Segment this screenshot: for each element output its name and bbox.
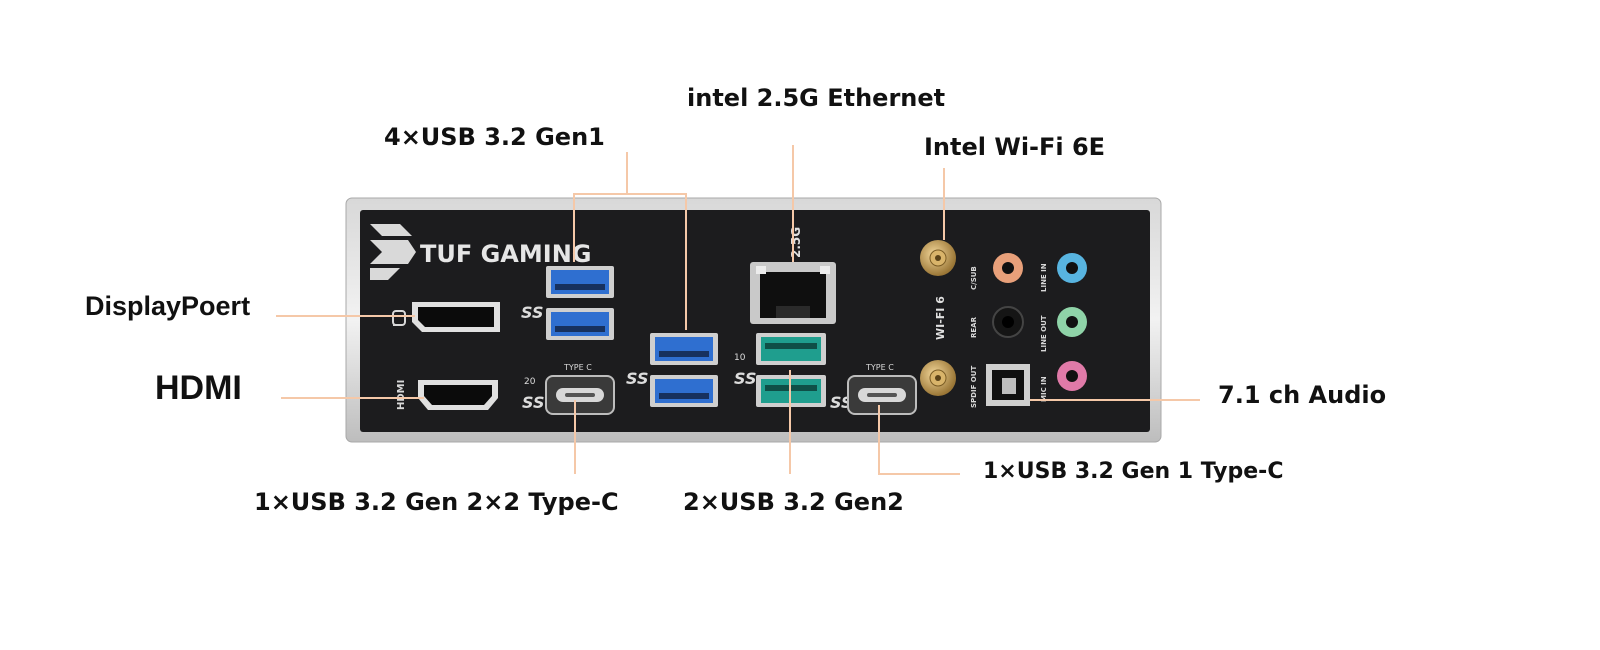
ss-icon-3: SS [830,393,852,412]
ss20-text: 20 [524,377,536,387]
ethernet-port [750,262,836,324]
displayport-icon [392,310,406,326]
audio-label-micin: MIC IN [1040,376,1048,402]
tuf-logo-icon [370,224,416,280]
label-displayport: DisplayPoert [85,291,251,321]
spdif-port [986,364,1030,406]
audio-label-spdif: SPDIF OUT [970,366,978,408]
label-audio: 7.1 ch Audio [1218,381,1387,409]
hdmi-text: HDMI [396,380,407,410]
ss10-icon: SS [734,369,756,388]
label-wifi: Intel Wi-Fi 6E [924,133,1106,161]
brand-text: TUF GAMING [420,240,591,268]
label-usb-gen1: 4×USB 3.2 Gen1 [384,123,605,151]
usb-gen1-typec-port [847,375,917,415]
audio-label-lineout: LINE OUT [1040,315,1048,352]
ss20-icon: SS [522,393,544,412]
hdmi-port [418,380,498,410]
ss-icon-2: SS [626,369,648,388]
displayport-port [412,302,500,332]
ss10-text: 10 [734,353,746,363]
audio-jack-micin [1057,361,1087,391]
leader-usb-gen1-typec [878,405,960,475]
typec-label-2: TYPE C [865,363,894,372]
leader-lines [276,145,1200,475]
label-usb-gen2x2: 1×USB 3.2 Gen 2×2 Type-C [254,488,619,516]
usb-gen2-port-1 [756,333,826,365]
audio-jack-lineout [1057,307,1087,337]
usb-gen1-port-2 [546,308,614,340]
wifi-text: WI-FI 6 [934,296,947,340]
label-usb-gen2: 2×USB 3.2 Gen2 [683,488,904,516]
usb-gen1-port-1 [546,266,614,298]
audio-jack-rear [992,306,1024,338]
label-ethernet: intel 2.5G Ethernet [687,84,946,112]
typec-label: TYPE C [563,363,592,372]
wifi-antenna-1 [920,240,956,276]
usb-gen1-port-4 [650,375,718,407]
usb-gen1-port-3 [650,333,718,365]
leader-usb-gen1-bracket [573,193,687,330]
audio-label-rear: REAR [970,316,978,338]
ss-icon: SS [521,303,543,322]
label-hdmi: HDMI [155,369,242,407]
eth-speed-text: 2.5G [789,227,803,258]
usb-gen2x2-typec-port [545,375,615,415]
wifi-antenna-2 [920,360,956,396]
label-usb-gen1-typec: 1×USB 3.2 Gen 1 Type-C [983,459,1284,484]
audio-label-linein: LINE IN [1040,263,1048,292]
audio-label-csub: C/SUB [970,266,978,290]
audio-jack-linein [1057,253,1087,283]
audio-jack-csub [993,253,1023,283]
